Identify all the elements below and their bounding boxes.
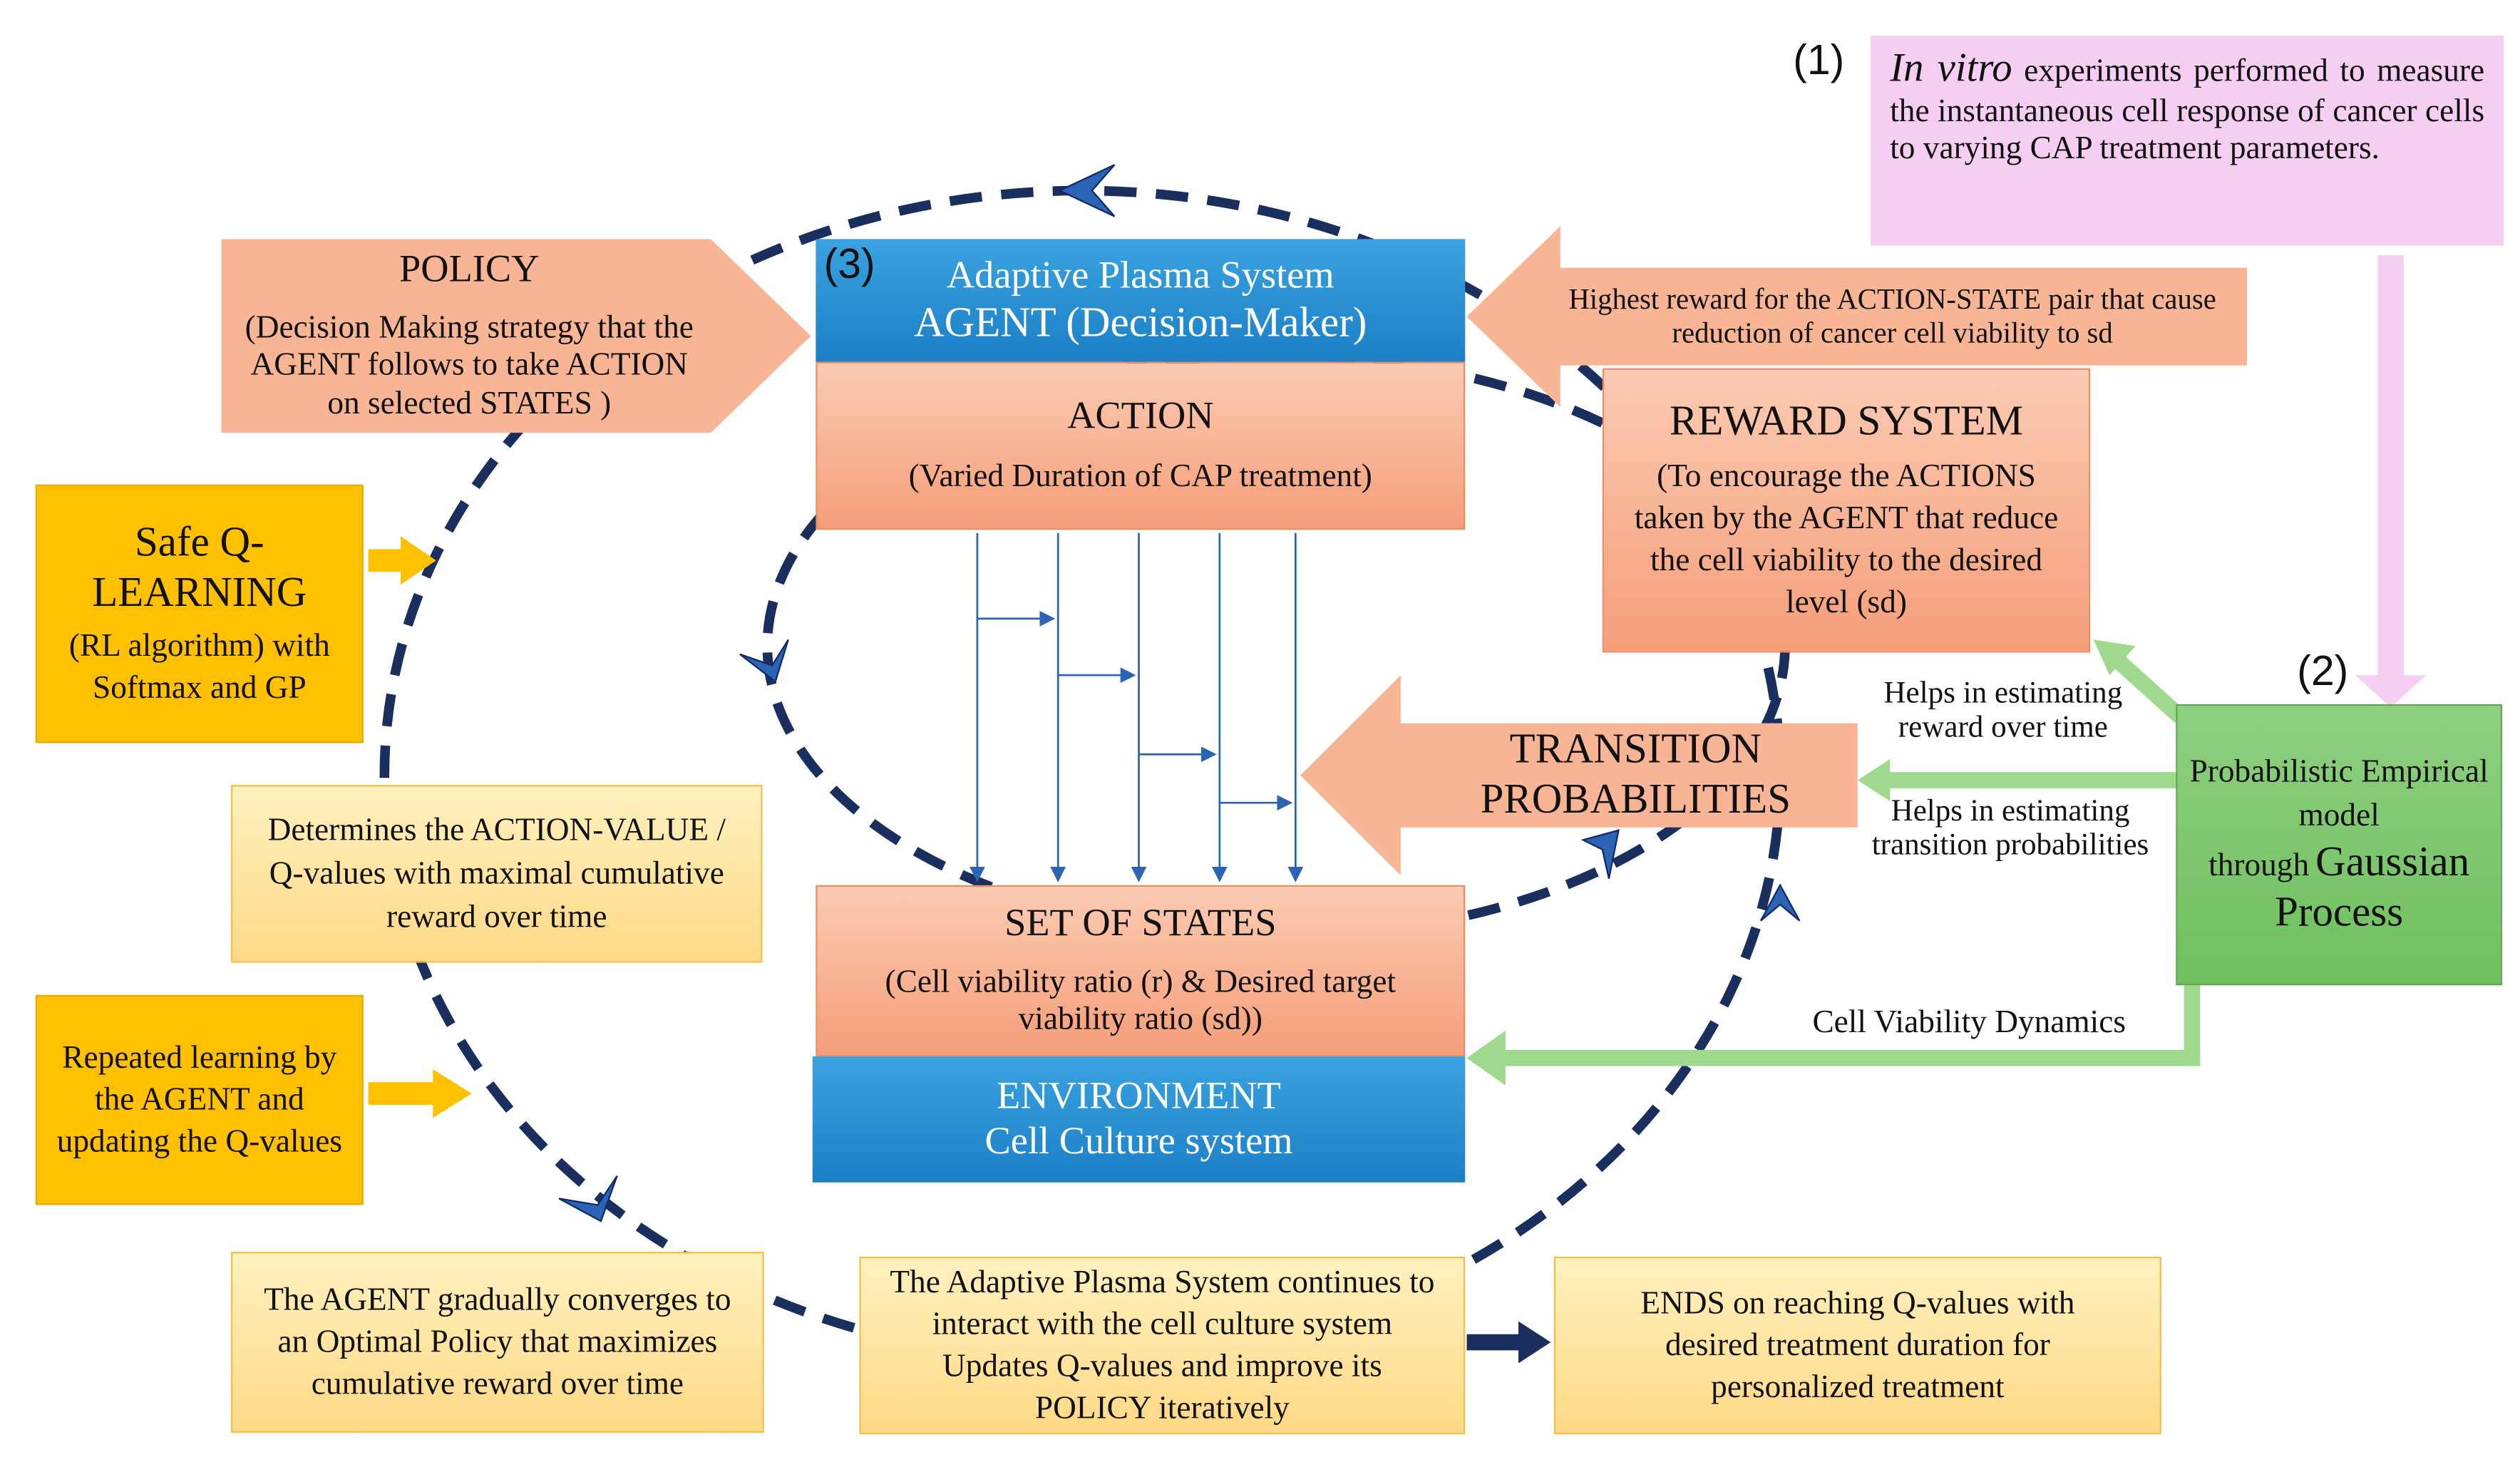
- green-arrow-dynamics: [1466, 985, 2201, 1086]
- in-vitro-text: experiments performed to measure the ins…: [1890, 53, 2485, 167]
- continues-box: The Adaptive Plasma System continues to …: [859, 1256, 1466, 1435]
- transition-line2: PROBABILITIES: [1480, 775, 1791, 823]
- agent-line1: Adaptive Plasma System: [946, 254, 1334, 297]
- converges-box: The AGENT gradually converges to an Opti…: [231, 1252, 764, 1433]
- repeated-text: Repeated learning by the AGENT and updat…: [56, 1040, 342, 1160]
- environment-box: ENVIRONMENT Cell Culture system: [812, 1056, 1466, 1183]
- set-of-states-box: SET OF STATES (Cell viability ratio (r) …: [816, 885, 1466, 1056]
- policy-arrow: POLICY (Decision Making strategy that th…: [221, 239, 811, 433]
- environment-line1: ENVIRONMENT: [997, 1075, 1281, 1118]
- yellow-arrow-safe-q: [368, 536, 436, 585]
- in-vitro-lead: In vitro: [1890, 46, 2012, 91]
- policy-desc: (Decision Making strategy that the AGENT…: [245, 309, 694, 422]
- action-desc: (Varied Duration of CAP treatment): [908, 459, 1372, 495]
- cell-dynamics-label: Cell Viability Dynamics: [1812, 1004, 2126, 1041]
- determines-text: Determines the ACTION-VALUE / Q-values w…: [267, 811, 726, 935]
- agent-line2: AGENT (Decision-Maker): [914, 298, 1367, 346]
- determines-box: Determines the ACTION-VALUE / Q-values w…: [231, 785, 763, 963]
- transition-line1: TRANSITION: [1509, 726, 1762, 773]
- green-arrow-reward: [2093, 639, 2186, 724]
- agent-box: Adaptive Plasma System AGENT (Decision-M…: [816, 239, 1466, 362]
- in-vitro-box: In vitro experiments performed to measur…: [1871, 35, 2504, 246]
- action-title: ACTION: [1067, 396, 1214, 438]
- states-title: SET OF STATES: [1004, 903, 1277, 946]
- ends-text: ENDS on reaching Q-values with desired t…: [1640, 1285, 2075, 1406]
- pink-arrow-invitro-to-gp: [2355, 255, 2427, 708]
- ends-box: ENDS on reaching Q-values with desired t…: [1553, 1256, 2161, 1435]
- safe-q-line2: LEARNING: [92, 568, 307, 616]
- yellow-arrow-repeated: [368, 1069, 472, 1118]
- helps-transition-text: Helps in estimating transition probabili…: [1871, 794, 2149, 863]
- marker-2: (2): [2297, 646, 2349, 695]
- reward-system-title: REWARD SYSTEM: [1670, 396, 2023, 444]
- states-desc: (Cell viability ratio (r) & Desired targ…: [885, 963, 1397, 1038]
- environment-line2: Cell Culture system: [984, 1121, 1293, 1163]
- gaussian-line1: Probabilistic Empirical model: [2189, 754, 2489, 834]
- gaussian-line2: through: [2208, 848, 2310, 885]
- continues-text: The Adaptive Plasma System continues to …: [890, 1265, 1435, 1426]
- gaussian-line3: Gaussian Process: [2275, 838, 2470, 936]
- helps-reward-text: Helps in estimating reward over time: [1883, 676, 2123, 745]
- reward-system-desc: (To encourage the ACTIONS taken by the A…: [1634, 459, 2059, 621]
- converges-text: The AGENT gradually converges to an Opti…: [264, 1282, 731, 1402]
- cycle-chevrons: [558, 164, 1801, 1222]
- action-state-lines: [970, 532, 1304, 882]
- safe-q-line1: Safe Q-: [135, 519, 264, 566]
- safe-q-line3: (RL algorithm) with Softmax and GP: [68, 627, 330, 706]
- repeated-learning-box: Repeated learning by the AGENT and updat…: [35, 994, 364, 1205]
- green-arrow-transition: [1857, 759, 2178, 801]
- navy-arrow-ends: [1466, 1321, 1551, 1364]
- marker-3: (3): [823, 239, 875, 288]
- gaussian-process-box: Probabilistic Empirical model through Ga…: [2176, 704, 2503, 986]
- highest-reward-text: Highest reward for the ACTION-STATE pair…: [1568, 282, 2216, 349]
- action-box: ACTION (Varied Duration of CAP treatment…: [816, 361, 1466, 530]
- marker-1: (1): [1793, 35, 1845, 84]
- policy-title: POLICY: [399, 249, 540, 292]
- reward-system-box: REWARD SYSTEM (To encourage the ACTIONS …: [1602, 368, 2091, 653]
- safe-q-learning-box: Safe Q- LEARNING (RL algorithm) with Sof…: [35, 484, 364, 743]
